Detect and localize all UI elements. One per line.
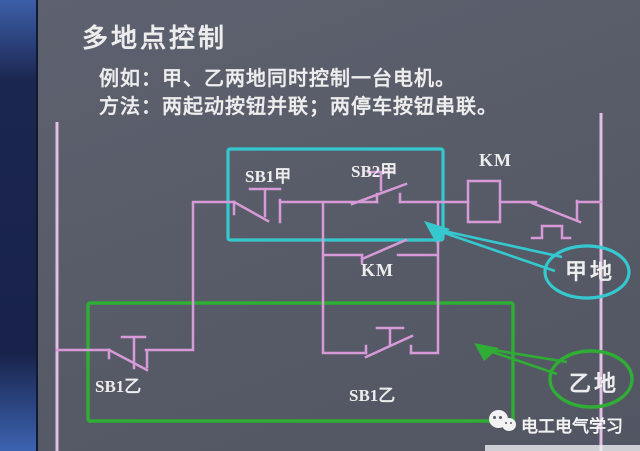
label-km-aux: KM bbox=[361, 260, 394, 280]
location-a-highlight-box bbox=[226, 147, 445, 242]
label-sb1-jia: SB1甲 bbox=[245, 167, 292, 186]
slide-subtitle: 例如：甲、乙两地同时控制一台电机。 方法：两起动按钮并联；两停车按钮串联。 bbox=[99, 65, 498, 121]
location-a-callout bbox=[424, 221, 631, 300]
slide-left-edge-band bbox=[0, 0, 38, 451]
location-a-arrow-icon bbox=[424, 221, 450, 243]
km-coil-symbol bbox=[466, 179, 502, 224]
bottom-edge-strip bbox=[485, 445, 640, 451]
label-location-a: 甲地 bbox=[565, 259, 616, 284]
watermark-text: 电工电气学习 bbox=[521, 417, 623, 436]
location-b-arrow-icon bbox=[474, 343, 499, 361]
wechat-icon-small-bubble bbox=[502, 418, 516, 431]
subtitle-line-example: 例如：甲、乙两地同时控制一台电机。 bbox=[99, 68, 456, 90]
overload-contact-symbol bbox=[530, 199, 582, 240]
label-location-b: 乙地 bbox=[569, 371, 620, 396]
label-km-coil: KM bbox=[479, 150, 512, 170]
label-sb1-yi-start: SB1乙 bbox=[349, 386, 396, 405]
watermark: 电工电气学习 bbox=[489, 407, 639, 437]
circuit-wires bbox=[55, 200, 603, 355]
subtitle-line-method: 方法：两起动按钮并联；两停车按钮串联。 bbox=[99, 96, 498, 118]
km-aux-contact-symbol bbox=[360, 238, 408, 265]
sb1-yi-start-button-symbol bbox=[364, 326, 414, 359]
label-sb2-jia: SB2甲 bbox=[351, 162, 398, 181]
label-sb1-yi-stop: SB1乙 bbox=[95, 377, 142, 396]
sb1-jia-stop-button-symbol bbox=[232, 187, 282, 224]
location-b-callout bbox=[474, 343, 634, 409]
sb2-jia-start-button-symbol bbox=[350, 170, 408, 206]
slide-title: 多地点控制 bbox=[82, 24, 228, 53]
location-b-highlight-box bbox=[86, 301, 515, 423]
sb1-yi-stop-button-symbol bbox=[107, 335, 149, 372]
